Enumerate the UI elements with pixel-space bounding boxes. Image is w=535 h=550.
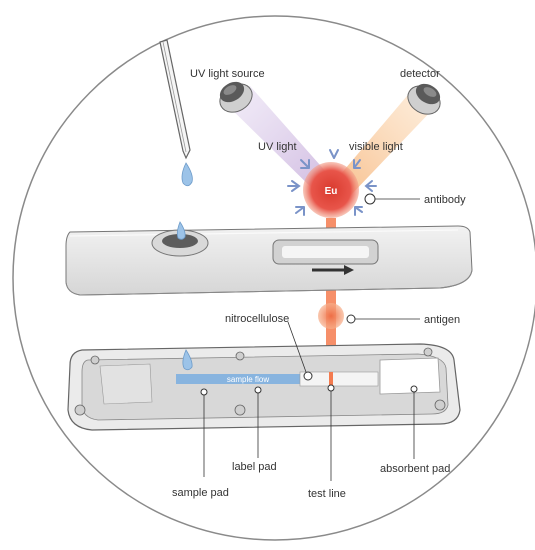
test-line-pointer-dot [328, 385, 334, 391]
cassette-base [68, 344, 460, 430]
detector-label: detector [400, 68, 440, 80]
uv-light-source-label: UV light source [190, 68, 265, 80]
cassette-lid [66, 226, 472, 295]
label-pad-pointer-dot [255, 387, 261, 393]
sample-flow-label: sample flow [227, 375, 269, 384]
absorbent-pad-label: absorbent pad [380, 463, 450, 475]
antigen-label: antigen [424, 314, 460, 326]
uv-light-label: UV light [258, 141, 297, 153]
label-pad-label: label pad [232, 461, 277, 473]
sample-pad-label: sample pad [172, 487, 229, 499]
visible-light-label: visible light [349, 141, 403, 153]
absorbent-pad-pointer-dot [411, 386, 417, 392]
antibody-label: antibody [424, 194, 466, 206]
test-line-label: test line [308, 488, 346, 500]
antigen-pointer-dot [347, 315, 355, 323]
reading-window [273, 240, 378, 264]
sample-pad-pointer-dot [201, 389, 207, 395]
antigen-particle [318, 303, 344, 329]
antibody-pointer-dot [365, 194, 375, 204]
nitrocellulose-pointer-dot [304, 372, 312, 380]
nitrocellulose-label: nitrocellulose [225, 313, 289, 325]
eu-label: Eu [325, 186, 338, 197]
